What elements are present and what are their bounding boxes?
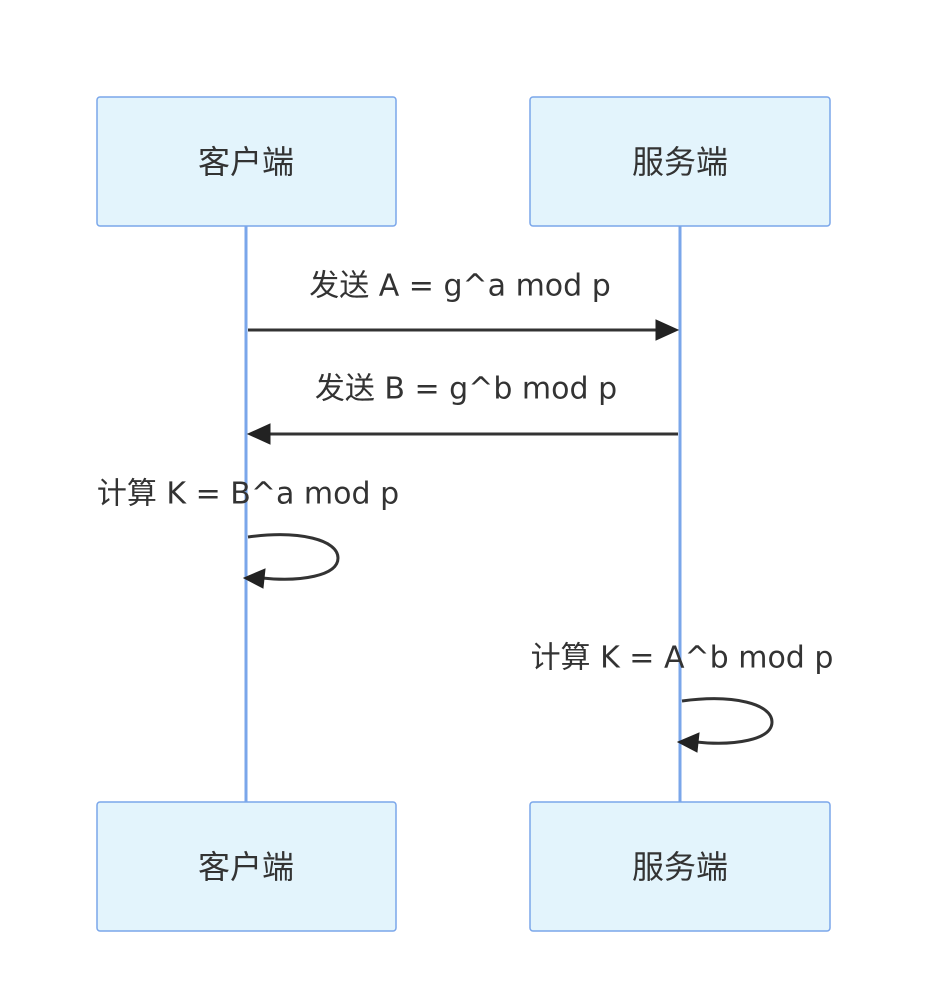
message-3-self: 计算 K = B^a mod p [97,477,399,589]
client-actor-top-box [96,96,397,227]
message-1-label: 发送 A = g^a mod p [309,269,611,304]
server-actor-bottom-label: 服务端 [632,848,728,886]
message-4-arrowhead [676,732,700,753]
message-2-arrowhead [246,423,271,445]
client-actor-top-label: 客户端 [198,143,294,181]
message-3-loop [247,533,340,581]
message-4-loop [681,697,774,745]
message-2: 发送 B = g^b mod p [246,372,678,445]
client-actor-bottom-box [96,801,397,932]
server-actor-top-box [529,96,831,227]
client-actor-bottom-label: 客户端 [198,848,294,886]
message-3-arrowhead [242,568,266,589]
message-2-label: 发送 B = g^b mod p [315,372,617,407]
message-3-label: 计算 K = B^a mod p [97,477,399,512]
server-actor-top-label: 服务端 [632,143,728,181]
message-4-self: 计算 K = A^b mod p [531,641,834,753]
message-4-label: 计算 K = A^b mod p [531,641,834,676]
client-actor-top: 客户端 [96,96,397,227]
server-actor-bottom: 服务端 [529,801,831,932]
message-1: 发送 A = g^a mod p [248,269,680,341]
server-actor-top: 服务端 [529,96,831,227]
client-actor-bottom: 客户端 [96,801,397,932]
server-actor-bottom-box [529,801,831,932]
message-1-arrowhead [655,319,680,341]
